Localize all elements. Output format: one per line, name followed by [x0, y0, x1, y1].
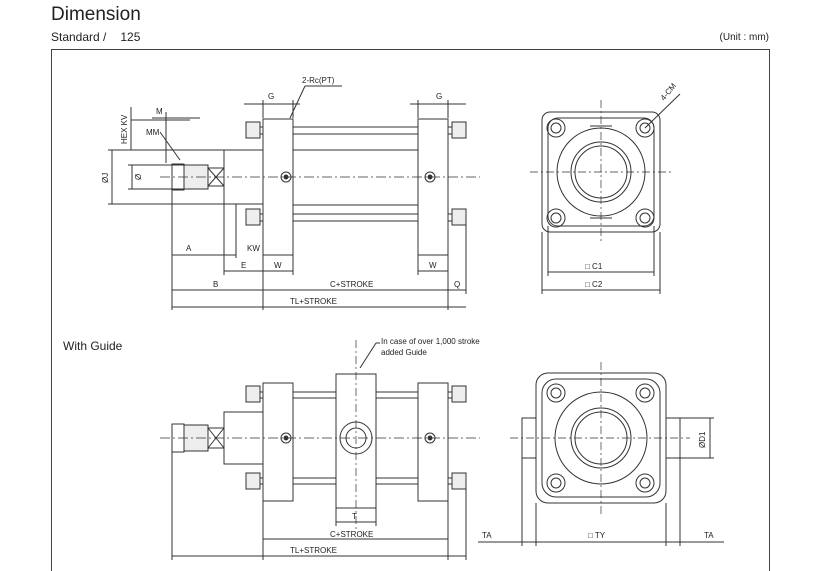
guide-note-line2: added Guide [381, 348, 427, 357]
c-stroke-label-2: C+STROKE [330, 530, 373, 539]
w-label-left: W [274, 261, 282, 270]
q-label: Q [454, 280, 460, 289]
ta-label-right: TA [704, 531, 714, 540]
tl-stroke-label-2: TL+STROKE [290, 546, 337, 555]
mm-label: MM [146, 128, 160, 137]
cylinder-side-view [108, 85, 480, 310]
model-line: Standard / 125 [51, 30, 140, 44]
c-stroke-label: C+STROKE [330, 280, 373, 289]
phi-label: Ø [134, 174, 143, 180]
ty-label: □ TY [588, 531, 606, 540]
hex-kv-label: HEX KV [120, 114, 129, 144]
a-label: A [186, 244, 192, 253]
cylinder-guide-end-view [478, 362, 724, 546]
m-label: M [156, 107, 163, 116]
ta-label-left: TA [482, 531, 492, 540]
c2-label: □ C2 [585, 280, 603, 289]
c1-label: □ C1 [585, 262, 603, 271]
e-label: E [241, 261, 246, 270]
g-label-right: G [436, 92, 442, 101]
bore-value: 125 [120, 30, 141, 44]
standard-label: Standard / [51, 30, 107, 44]
tl-stroke-label: TL+STROKE [290, 297, 337, 306]
guide-note-line1: In case of over 1,000 stroke [381, 337, 480, 346]
d1-label: ØD1 [698, 431, 707, 448]
page-title: Dimension [51, 4, 141, 25]
port-label: 2-Rc(PT) [302, 76, 335, 85]
drawing-frame [51, 49, 770, 571]
cylinder-end-view [530, 93, 681, 294]
with-guide-label: With Guide [63, 339, 123, 353]
g-label-left: G [268, 92, 274, 101]
b-label: B [213, 280, 218, 289]
kw-label: KW [247, 244, 260, 253]
w-label-right: W [429, 261, 437, 270]
unit-label: (Unit : mm) [719, 32, 769, 43]
phi-j-label: ØJ [101, 173, 110, 183]
t-label: T [352, 512, 357, 521]
cylinder-guide-side-view [160, 340, 480, 560]
